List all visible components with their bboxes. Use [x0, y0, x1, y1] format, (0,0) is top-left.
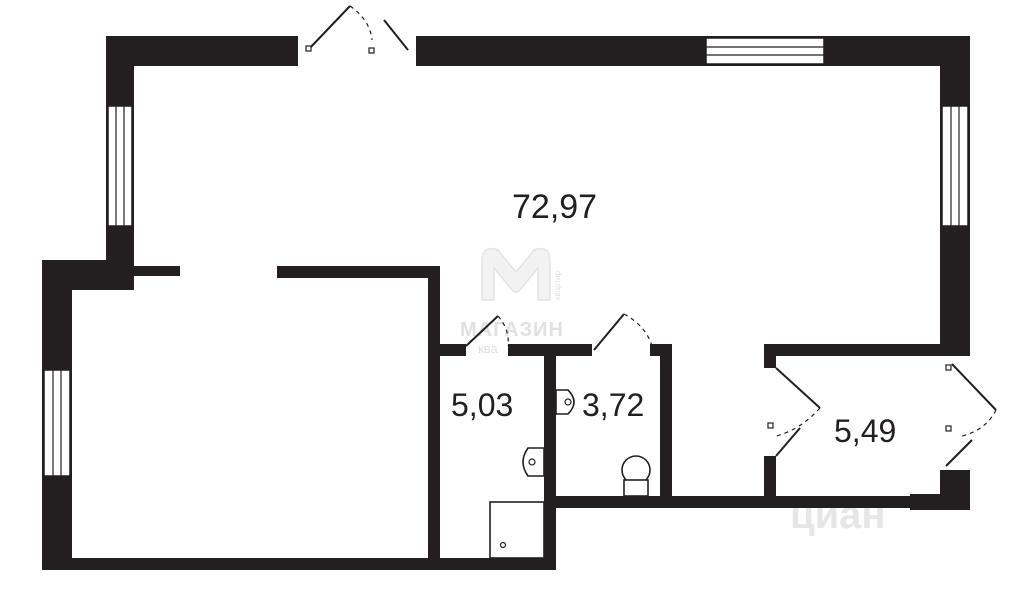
area-storage: 5,49 — [834, 413, 896, 449]
toilet-bowl — [621, 455, 651, 497]
toilet-sink — [555, 389, 575, 415]
wall-top-right — [416, 36, 970, 66]
wall-bath-bottom — [428, 558, 556, 570]
area-bathroom: 5,03 — [451, 387, 513, 423]
wall-bottom-left — [42, 558, 440, 570]
area-toilet: 3,72 — [582, 387, 644, 423]
watermark-logo: квартир МАГАЗИН ква — [460, 247, 564, 356]
watermark-side-text: квартир — [553, 270, 562, 300]
wall-partition-stub — [134, 266, 180, 276]
door-storage-left — [767, 367, 821, 457]
wall-lower-corridor — [544, 496, 940, 508]
wall-bath-top-left — [428, 344, 466, 356]
shower-tray — [489, 501, 545, 559]
wall-storage-top — [764, 344, 970, 356]
watermark-brand-line2: ква — [478, 341, 498, 356]
window-left-upper — [107, 105, 133, 227]
wall-bath-left — [428, 266, 440, 570]
wall-storage-left-upper — [764, 344, 776, 368]
door-storage-right — [945, 363, 997, 467]
window-right — [941, 105, 969, 227]
door-bathroom — [465, 315, 509, 347]
door-entrance — [305, 5, 409, 54]
doors — [305, 5, 997, 467]
windows — [43, 37, 969, 477]
wall-bath-toilet — [544, 344, 556, 570]
watermark-brand-line1: МАГАЗИН — [460, 319, 564, 341]
wall-top-left — [106, 36, 298, 66]
watermark-m-symbol — [481, 247, 551, 301]
area-labels: 72,97 5,03 3,72 5,49 — [451, 188, 896, 449]
wall-storage-left-lower — [764, 456, 776, 506]
area-main-room: 72,97 — [512, 188, 597, 226]
walls — [42, 36, 970, 570]
fixtures — [489, 389, 651, 559]
window-top — [705, 37, 825, 65]
window-left-lower — [43, 369, 71, 477]
bathroom-sink — [522, 447, 545, 477]
door-toilet — [593, 313, 653, 351]
wall-toilet-right — [660, 344, 672, 500]
wall-partition-top — [277, 266, 439, 278]
